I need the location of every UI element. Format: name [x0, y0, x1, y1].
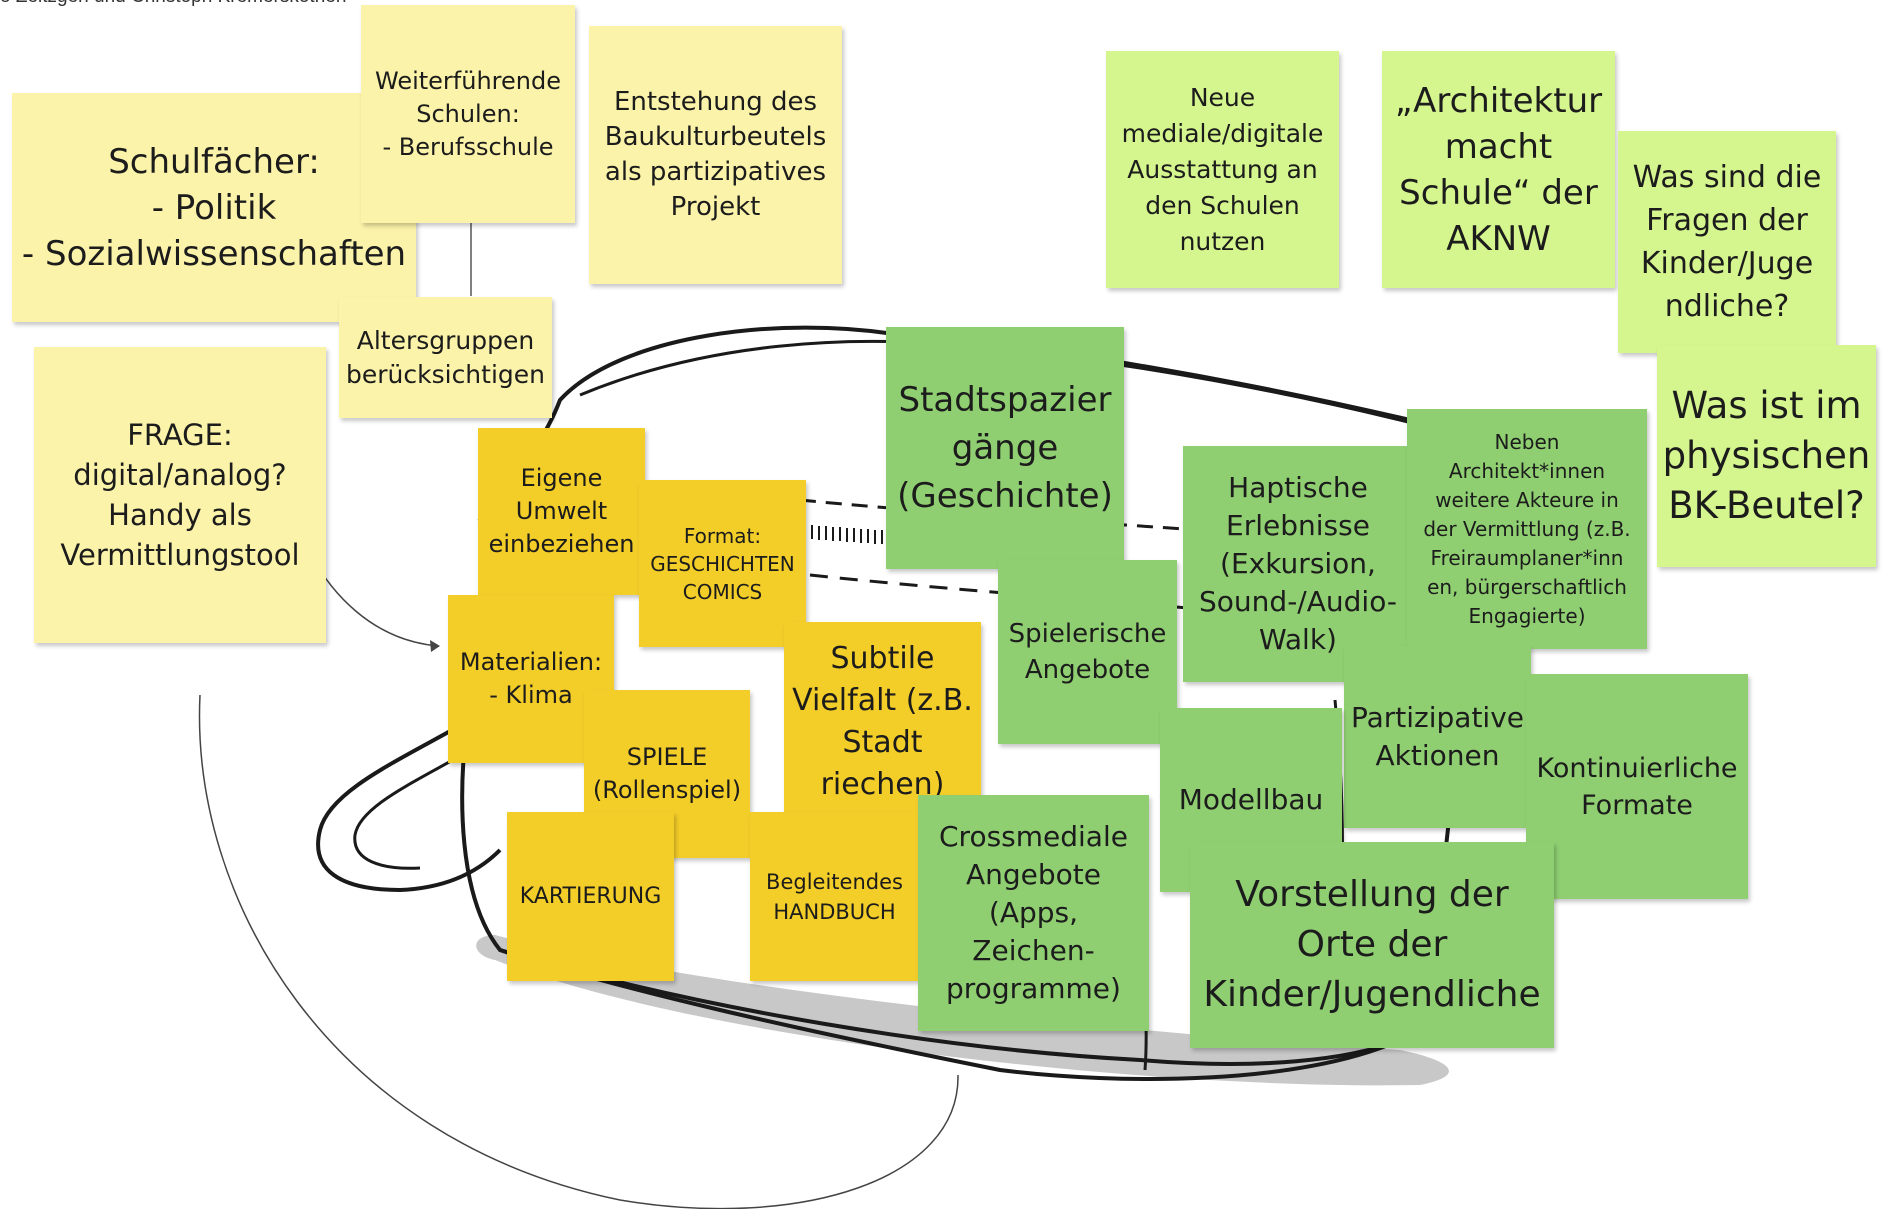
note-frage: FRAGE: digital/analog? Handy als Vermitt…	[34, 347, 326, 643]
credit-text: o Zeitzgen und Christoph Kremerskothen	[0, 0, 480, 8]
note-fragen-kinder: Was sind die Fragen der Kinder/Juge ndli…	[1618, 131, 1836, 353]
bag-zipper-teeth	[804, 525, 883, 544]
note-haptische: Haptische Erlebnisse (Exkursion, Sound-/…	[1183, 446, 1413, 682]
connector-curve	[198, 694, 959, 1209]
bag-handle	[316, 718, 502, 893]
note-stadtspazier: Stadtspazier gänge (Geschichte)	[886, 327, 1124, 569]
note-altersgruppen: Altersgruppen berücksichtigen	[339, 297, 552, 418]
note-weiterfuehrende: Weiterführende Schulen: - Berufsschule	[361, 5, 575, 223]
note-neben-architekt: Neben Architekt*innen weitere Akteure in…	[1407, 409, 1647, 649]
note-handbuch: Begleitendes HANDBUCH	[750, 812, 919, 981]
note-crossmediale: Crossmediale Angebote (Apps, Zeichen- pr…	[918, 795, 1149, 1031]
note-materialien: Materialien: - Klima	[448, 595, 614, 763]
arrow-head	[430, 640, 440, 652]
note-neue-mediale: Neue mediale/digitale Ausstattung an den…	[1106, 51, 1339, 288]
note-subtile: Subtile Vielfalt (z.B. Stadt riechen)	[784, 622, 981, 822]
note-physischen: Was ist im physischen BK-Beutel?	[1657, 345, 1876, 567]
note-vorstellung: Vorstellung der Orte der Kinder/Jugendli…	[1190, 842, 1554, 1048]
note-eigene-umwelt: Eigene Umwelt einbeziehen	[478, 428, 645, 595]
connector-arrow	[310, 554, 439, 647]
note-partizipative: Partizipative Aktionen	[1344, 646, 1531, 828]
note-kartierung: KARTIERUNG	[507, 812, 674, 981]
note-entstehung: Entstehung des Baukulturbeutels als part…	[589, 26, 842, 284]
note-schulfaecher: Schulfächer: - Politik - Sozialwissensch…	[12, 93, 416, 322]
note-architektur: „Architektur macht Schule“ der AKNW	[1382, 51, 1615, 288]
bag-bottom	[499, 948, 1401, 1066]
note-kontinuierliche: Kontinuierliche Formate	[1526, 674, 1748, 899]
note-format: Format: GESCHICHTEN COMICS	[639, 480, 806, 647]
note-spielerische: Spielerische Angebote	[998, 560, 1177, 744]
bag-handle-inner	[353, 748, 471, 870]
